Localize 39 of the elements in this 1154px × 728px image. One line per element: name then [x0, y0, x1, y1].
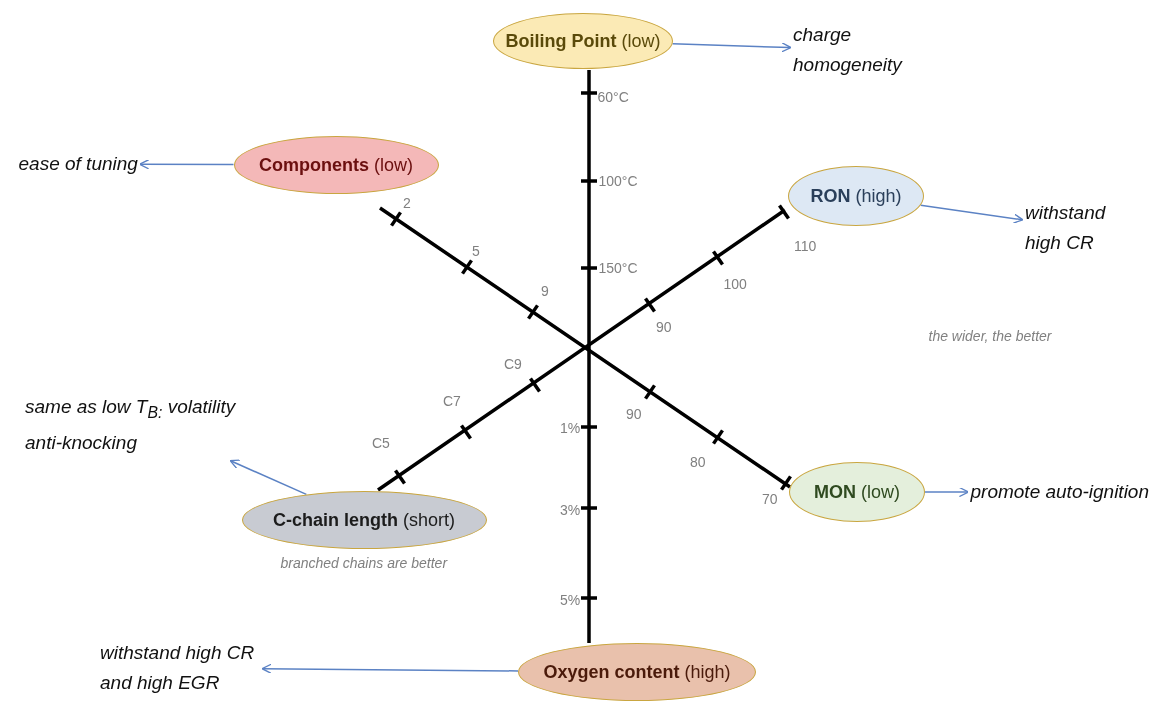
arrow — [671, 42, 792, 53]
arrow — [261, 663, 519, 674]
tick-label: C5 — [372, 435, 390, 451]
node-label: RON (high) — [810, 185, 902, 207]
tick-label: 100°C — [598, 173, 638, 189]
arrow — [919, 204, 1024, 224]
tick-label: 3% — [560, 502, 581, 518]
node-label: Boiling Point (low) — [505, 30, 661, 52]
tick-label: 100 — [723, 276, 747, 292]
arrow — [138, 159, 235, 170]
node-label: Oxygen content (high) — [543, 661, 731, 683]
tick-label: 2 — [403, 195, 411, 211]
tick-label: 1% — [560, 420, 581, 436]
note-text: promote auto-ignition — [970, 477, 1149, 507]
note-text: the wider, the better — [928, 328, 1052, 344]
arrow — [229, 459, 308, 496]
tick-label: 5 — [472, 243, 480, 259]
note-text: withstand high CR — [1025, 198, 1135, 258]
node-label: Components (low) — [259, 154, 413, 176]
node-label: MON (low) — [814, 481, 900, 503]
tick-label: 9 — [541, 283, 549, 299]
node-label: C-chain length (short) — [273, 509, 455, 531]
tick-label: 70 — [762, 491, 778, 507]
note-text: ease of tuning — [18, 149, 138, 179]
note-text: withstand high CR and high EGR — [100, 638, 260, 698]
tick-label: 5% — [560, 592, 581, 608]
tick-label: C7 — [443, 393, 461, 409]
tick-label: 110 — [794, 238, 817, 254]
tick-label: 150°C — [598, 260, 638, 276]
tick-label: 60°C — [597, 89, 629, 105]
oval-node — [788, 166, 924, 226]
tick-label: 90 — [626, 406, 642, 422]
note-text: charge homogeneity — [793, 20, 943, 80]
tick-label: C9 — [504, 356, 522, 372]
caption-text: branched chains are better — [280, 555, 448, 571]
note-text: same as low T$_{B:}$ volatility anti-knocking — [25, 392, 275, 458]
arrow — [924, 486, 970, 498]
tick-label: 90 — [656, 319, 672, 335]
tick-label: 80 — [690, 454, 706, 470]
